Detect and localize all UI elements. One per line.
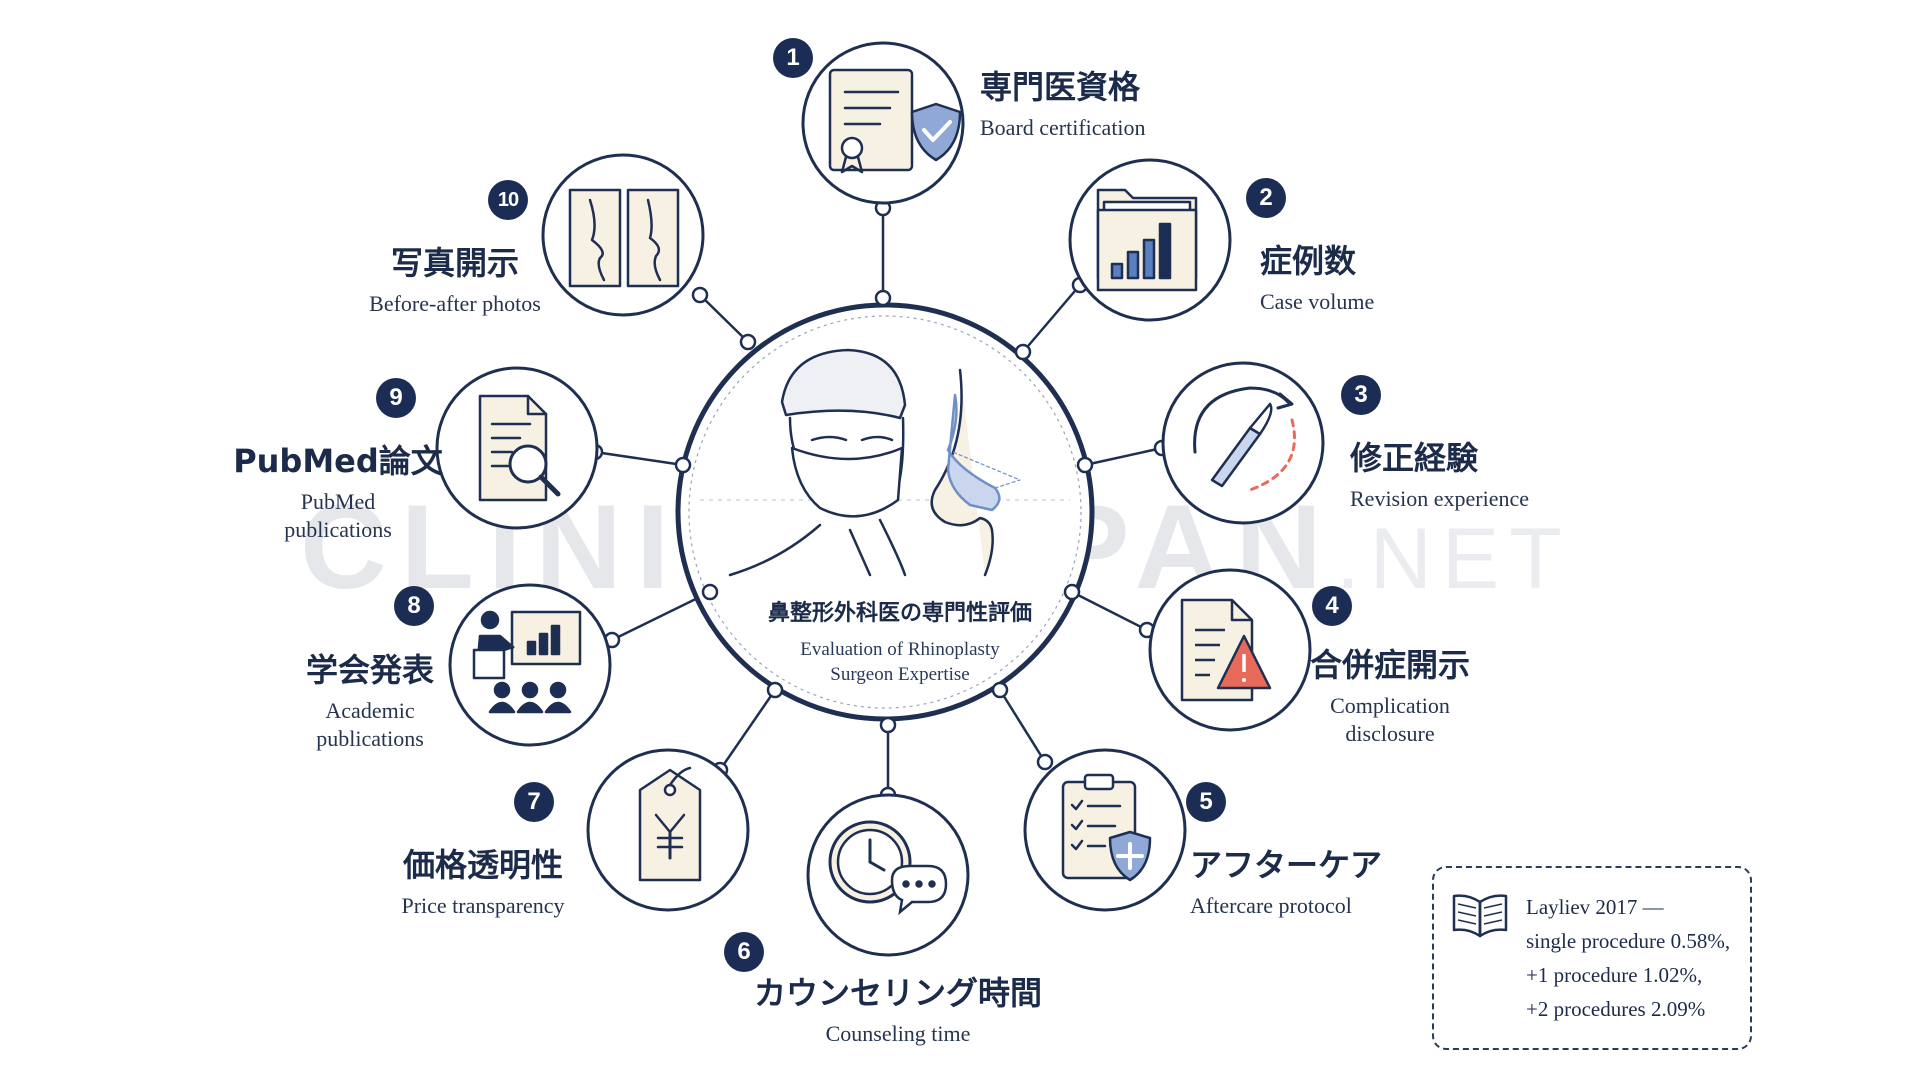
connector-9 xyxy=(594,450,684,467)
node-6 xyxy=(806,793,970,957)
badge-7: 7 xyxy=(514,782,554,822)
badge-10: 10 xyxy=(488,180,528,220)
connector-4 xyxy=(1071,590,1148,632)
criterion-jp-2: 症例数 xyxy=(1260,242,1357,280)
reference-line-4: +2 procedures 2.09% xyxy=(1526,997,1706,1021)
nose-profile-icon xyxy=(930,368,1021,577)
connector-8 xyxy=(611,590,711,642)
badge-5: 5 xyxy=(1186,782,1226,822)
connector-5 xyxy=(998,689,1047,763)
node-3 xyxy=(1161,361,1325,525)
badge-2: 2 xyxy=(1246,178,1286,218)
criterion-jp-10: 写真開示 xyxy=(390,244,519,282)
criterion-en-4-line1: Complication xyxy=(1330,693,1450,718)
node-7 xyxy=(586,748,750,912)
criterion-en-8-line1: Academic xyxy=(325,698,415,723)
reference-box: Layliev 2017 — single procedure 0.58%, +… xyxy=(1432,866,1752,1050)
open-book-icon xyxy=(1452,894,1508,938)
criterion-en-1: Board certification xyxy=(980,115,1146,140)
document-magnifier-icon xyxy=(478,394,561,502)
connector-lines xyxy=(594,208,1163,795)
hub-subtitle: Evaluation of Rhinoplasty Surgeon Expert… xyxy=(690,637,1110,687)
criterion-jp-3: 修正経験 xyxy=(1350,439,1479,477)
criterion-en-3: Revision experience xyxy=(1350,486,1529,511)
criterion-en-4-line2: disclosure xyxy=(1345,721,1435,746)
before-after-profile-icon xyxy=(568,188,680,288)
criterion-label-7: 価格透明性 Price transparency xyxy=(368,840,598,920)
criterion-jp-1: 専門医資格 xyxy=(980,68,1141,106)
hub-label: 鼻整形外科医の専門性評価 Evaluation of Rhinoplasty S… xyxy=(690,595,1110,687)
badge-4: 4 xyxy=(1312,586,1352,626)
criterion-jp-6: カウンセリング時間 xyxy=(753,974,1042,1012)
badge-8: 8 xyxy=(394,586,434,626)
criterion-jp-4: 合併症開示 xyxy=(1310,646,1471,684)
criterion-en-9-line2: publications xyxy=(284,517,392,542)
scalpel-revision-icon xyxy=(1193,386,1296,492)
node-4 xyxy=(1148,568,1312,732)
criterion-jp-5: アフターケア xyxy=(1190,846,1383,884)
watermark-suffix: .NET xyxy=(1335,511,1572,607)
criterion-en-7: Price transparency xyxy=(401,893,565,918)
criterion-en-9-line1: PubMed xyxy=(300,489,376,514)
criterion-label-6: カウンセリング時間 Counseling time xyxy=(748,968,1048,1048)
criterion-en-5: Aftercare protocol xyxy=(1190,893,1352,918)
reference-line-1: Layliev 2017 — xyxy=(1526,895,1664,919)
node-2 xyxy=(1068,158,1232,322)
yen-price-tag-icon xyxy=(638,766,702,882)
criterion-en-8-line2: publications xyxy=(316,726,424,751)
reference-line-2: single procedure 0.58%, xyxy=(1526,929,1731,953)
hub-title: 鼻整形外科医の専門性評価 xyxy=(767,601,1032,626)
node-10 xyxy=(541,153,705,317)
node-5 xyxy=(1023,748,1187,912)
clock-chat-icon xyxy=(828,820,948,916)
surgeon-icon xyxy=(728,348,907,577)
badge-6: 6 xyxy=(724,932,764,972)
connector-2 xyxy=(1022,284,1081,353)
criterion-label-10: 写真開示 Before-after photos xyxy=(335,238,575,318)
criterion-label-3: 修正経験 Revision experience xyxy=(1350,433,1529,513)
criterion-label-4: 合併症開示 Complication disclosure xyxy=(1310,640,1470,748)
connector-10 xyxy=(699,294,749,343)
criterion-en-6: Counseling time xyxy=(825,1021,971,1046)
certificate-shield-icon xyxy=(828,68,962,174)
criterion-label-1: 専門医資格 Board certification xyxy=(980,62,1146,142)
criterion-en-10: Before-after photos xyxy=(369,291,541,316)
criterion-en-9: PubMed publications xyxy=(228,488,448,544)
hub-subtitle-line2: Surgeon Expertise xyxy=(830,664,970,685)
node-9 xyxy=(435,366,599,530)
criterion-en-2: Case volume xyxy=(1260,289,1375,314)
reference-line-3: +1 procedure 1.02%, xyxy=(1526,963,1703,987)
criterion-jp-7: 価格透明性 xyxy=(402,846,563,884)
reference-text: Layliev 2017 — single procedure 0.58%, +… xyxy=(1526,890,1730,1026)
node-1 xyxy=(801,41,965,205)
connector-7 xyxy=(718,689,777,771)
node-8 xyxy=(448,583,612,747)
criterion-label-2: 症例数 Case volume xyxy=(1260,236,1374,316)
criterion-en-8: Academic publications xyxy=(290,697,450,753)
criterion-label-8: 学会発表 Academic publications xyxy=(290,645,450,753)
badge-1: 1 xyxy=(773,38,813,78)
criterion-jp-8: 学会発表 xyxy=(305,651,434,689)
document-warning-icon xyxy=(1180,598,1272,702)
presentation-audience-icon xyxy=(472,610,582,714)
folder-bar-chart-icon xyxy=(1096,188,1198,292)
badge-9: 9 xyxy=(376,378,416,418)
connector-3 xyxy=(1084,446,1163,467)
criterion-jp-9: PubMed論文 xyxy=(233,442,443,480)
badge-3: 3 xyxy=(1341,375,1381,415)
criterion-label-5: アフターケア Aftercare protocol xyxy=(1190,840,1382,920)
criterion-label-9: PubMed論文 PubMed publications xyxy=(228,436,448,544)
criterion-en-4: Complication disclosure xyxy=(1310,692,1470,748)
clipboard-checklist-icon xyxy=(1061,773,1152,882)
hub-subtitle-line1: Evaluation of Rhinoplasty xyxy=(800,639,1000,660)
